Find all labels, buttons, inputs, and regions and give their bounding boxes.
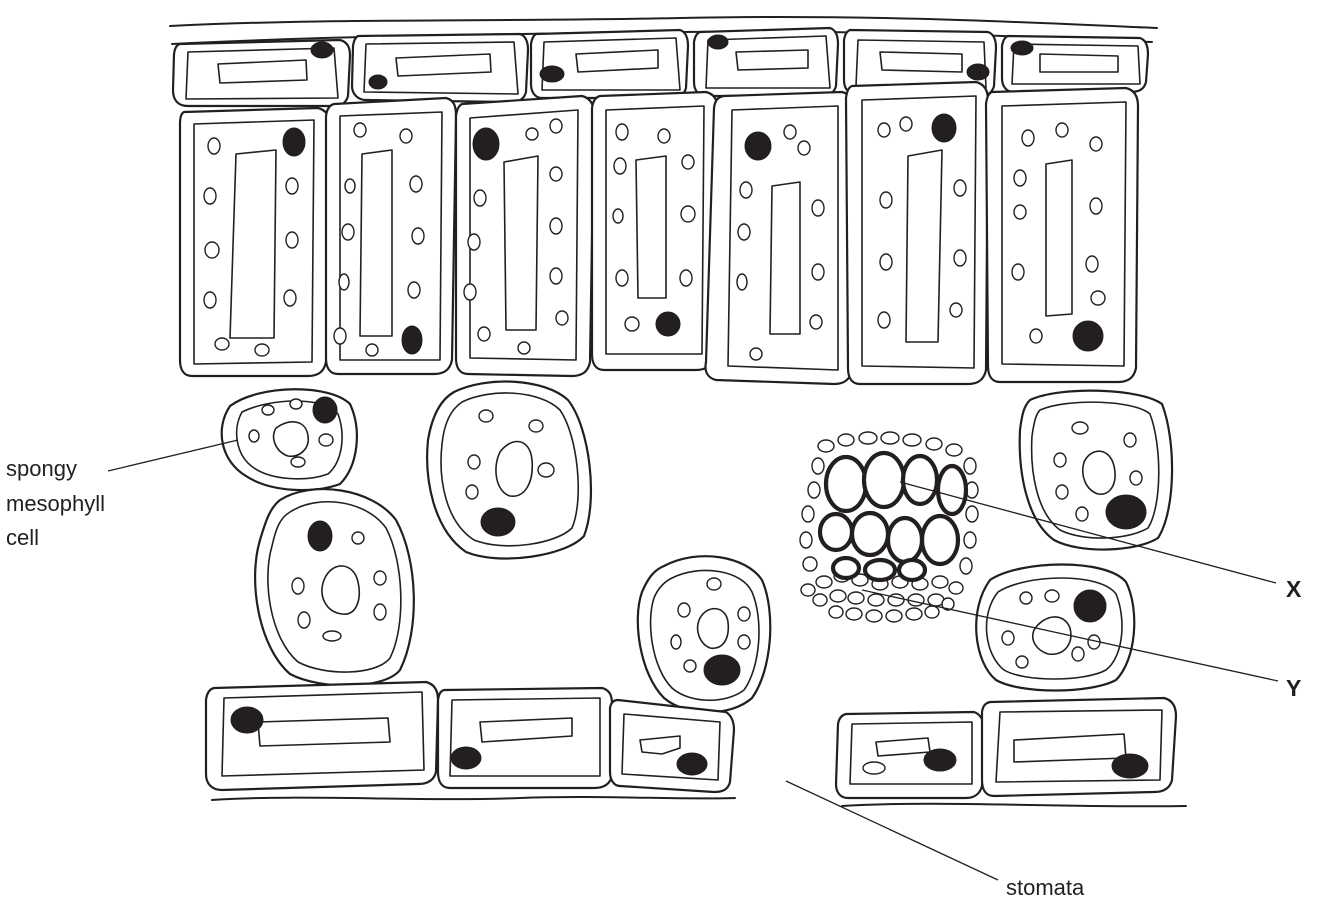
- label-stomata: stomata: [1006, 875, 1085, 900]
- nucleus: [1106, 495, 1146, 529]
- palisade-cell: [180, 108, 330, 376]
- epidermis-cell: [982, 698, 1176, 796]
- nucleus: [402, 326, 422, 354]
- nucleus: [704, 655, 740, 685]
- spongy-cell: [255, 489, 414, 685]
- nucleus: [451, 747, 481, 769]
- nucleus: [1073, 321, 1103, 351]
- nucleus: [708, 35, 728, 49]
- nucleus: [1011, 41, 1033, 55]
- spongy-mesophyll-layer: [222, 382, 1172, 713]
- palisade-cell: [705, 92, 854, 384]
- epidermis-cell: [438, 688, 612, 788]
- epidermis-cell: [352, 34, 528, 102]
- nucleus: [540, 66, 564, 82]
- nucleus: [313, 397, 337, 423]
- nucleus: [1074, 590, 1106, 622]
- epidermis-cell: [206, 682, 438, 790]
- nucleus: [967, 64, 989, 80]
- label-mesophyll: mesophyll: [6, 491, 105, 516]
- nucleus: [1112, 754, 1148, 778]
- spongy-cell: [222, 389, 357, 490]
- label-spongy: spongy: [6, 456, 77, 481]
- epidermis-cell: [1002, 36, 1148, 92]
- label-y: Y: [1286, 675, 1301, 701]
- xylem-vessels: [820, 453, 966, 580]
- nucleus: [473, 128, 499, 160]
- nucleus: [932, 114, 956, 142]
- palisade-cell: [592, 92, 718, 370]
- nucleus: [283, 128, 305, 156]
- nucleus: [231, 707, 263, 733]
- label-cell: cell: [6, 525, 39, 550]
- epidermis-cell: [531, 30, 688, 98]
- palisade-layer: [180, 82, 1138, 384]
- nucleus: [924, 749, 956, 771]
- palisade-cell: [326, 98, 456, 374]
- label-x: X: [1286, 576, 1302, 602]
- spongy-leader-line: [108, 440, 238, 471]
- epidermis-cell: [694, 28, 838, 96]
- spongy-cell: [427, 382, 591, 559]
- nucleus: [311, 42, 333, 58]
- lower-cuticle: [212, 797, 1186, 806]
- epidermis-cell: [836, 712, 984, 798]
- epidermis-cell: [173, 40, 350, 106]
- nucleus: [677, 753, 707, 775]
- nucleus: [308, 521, 332, 551]
- palisade-cell: [846, 82, 988, 384]
- spongy-cell: [976, 565, 1134, 691]
- nucleus: [745, 132, 771, 160]
- palisade-cell: [986, 88, 1138, 382]
- nucleus: [481, 508, 515, 536]
- nucleus: [656, 312, 680, 336]
- palisade-cell: [456, 96, 594, 376]
- spongy-cell: [638, 556, 770, 712]
- spongy-cell: [1020, 391, 1172, 550]
- vascular-bundle: [800, 432, 978, 622]
- epidermis-cell: [610, 700, 734, 792]
- nucleus: [369, 75, 387, 89]
